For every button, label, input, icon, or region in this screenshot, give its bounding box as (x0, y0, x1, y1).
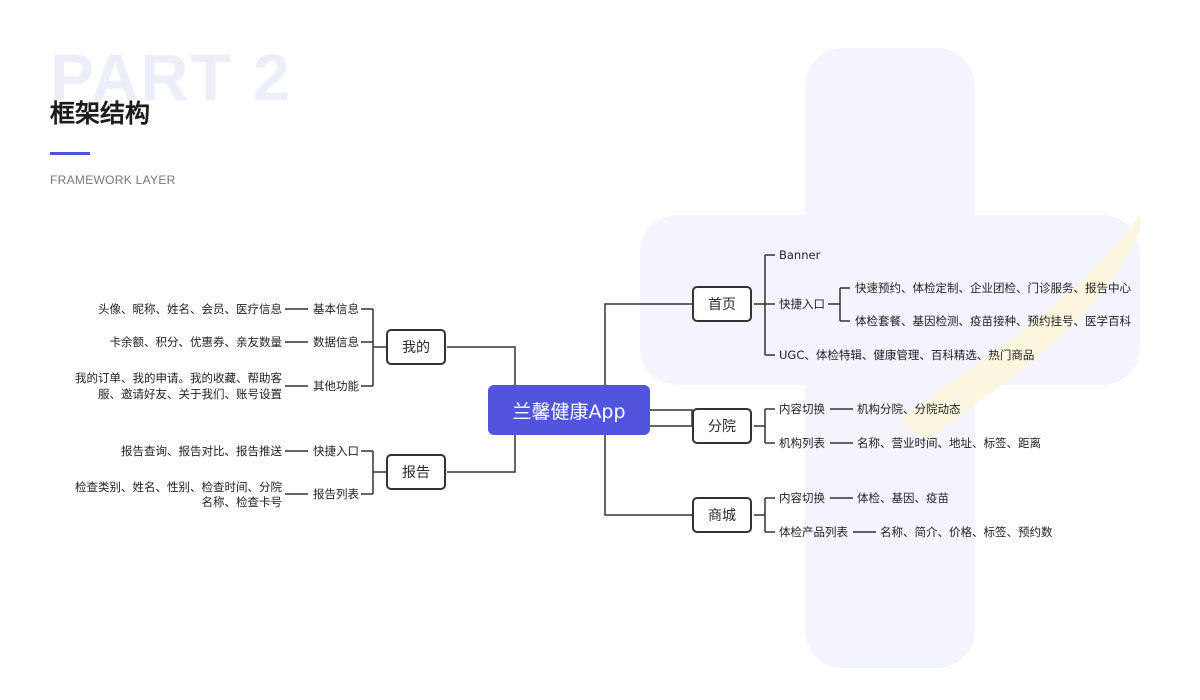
mall-switch-detail: 体检、基因、疫苗 (857, 491, 949, 505)
report-quick-label: 快捷入口 (313, 444, 359, 458)
branch-switch-detail: 机构分院、分院动态 (857, 402, 961, 416)
mine-other-detail-line2: 服、邀请好友、关于我们、账号设置 (98, 387, 282, 401)
home-banner: Banner (779, 248, 821, 262)
mine-basic-detail: 头像、昵称、姓名、会员、医疗信息 (98, 302, 282, 316)
node-mine-label: 我的 (402, 340, 430, 356)
home-ugc: UGC、体检特辑、健康管理、百科精选、热门商品 (779, 348, 1035, 362)
home-quick-row1: 快速预约、体检定制、企业团检、门诊服务、报告中心 (855, 281, 1131, 295)
link-center-mall (604, 410, 692, 516)
home-quick-row2: 体检套餐、基因检测、疫苗接种、预约挂号、医学百科 (855, 314, 1131, 328)
part-watermark: PART 2 (50, 40, 292, 114)
link-center-branch (650, 409, 693, 426)
mine-other-detail-line1: 我的订单、我的申请。我的收藏、帮助客 (75, 371, 282, 385)
mine-data-detail: 卡余额、积分、优惠券、亲友数量 (109, 335, 283, 349)
mall-list-label: 体检产品列表 (779, 525, 848, 539)
report-list-label: 报告列表 (313, 487, 359, 501)
mine-data-label: 数据信息 (313, 335, 359, 349)
report-list-detail-line2: 名称、检查卡号 (201, 495, 283, 509)
branch-list-detail: 名称、营业时间、地址、标签、距离 (857, 436, 1041, 450)
page-subtitle: FRAMEWORK LAYER (50, 173, 176, 187)
title-accent-bar (50, 152, 90, 155)
node-home-label: 首页 (708, 297, 736, 313)
center-node: 兰馨健康App (488, 385, 650, 435)
page-title: 框架结构 (50, 99, 151, 128)
mall-list-detail: 名称、简介、价格、标签、预约数 (880, 525, 1053, 539)
node-report-label: 报告 (402, 465, 430, 481)
home-quick-label: 快捷入口 (779, 297, 825, 311)
node-report: 报告 (386, 454, 446, 490)
branch-list-label: 机构列表 (779, 436, 825, 450)
mine-basic-label: 基本信息 (313, 302, 359, 316)
report-quick-detail: 报告查询、报告对比、报告推送 (121, 444, 282, 458)
report-list-detail-line1: 检查类别、姓名、性别、检查时间、分院 (75, 480, 282, 494)
node-mine: 我的 (386, 329, 446, 365)
mall-switch-label: 内容切换 (779, 491, 825, 505)
bg-swoosh (900, 215, 1140, 440)
node-branch-label: 分院 (708, 419, 736, 435)
center-node-label: 兰馨健康App (512, 400, 626, 423)
node-mall: 商城 (692, 497, 752, 533)
node-branch: 分院 (692, 408, 752, 444)
branch-switch-label: 内容切换 (779, 402, 825, 416)
node-home: 首页 (692, 286, 752, 322)
node-mall-label: 商城 (708, 508, 736, 524)
mine-other-label: 其他功能 (313, 379, 359, 393)
